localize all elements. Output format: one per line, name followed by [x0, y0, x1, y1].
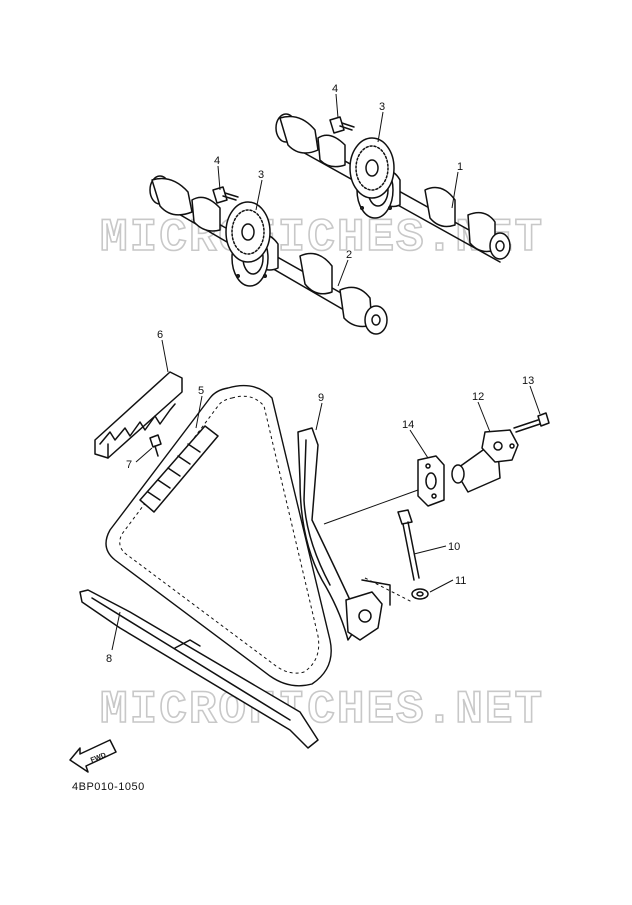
callout-4-lower: 4: [214, 155, 220, 167]
cam-sprocket-upper[interactable]: [349, 137, 395, 199]
fwd-arrow-icon: FWD: [69, 739, 117, 773]
callout-2: 2: [346, 249, 352, 261]
tensioner-assembly[interactable]: [451, 429, 519, 493]
bolt-lower[interactable]: [212, 186, 239, 204]
leader-lines: [111, 93, 541, 651]
callout-1: 1: [457, 161, 463, 173]
callout-6: 6: [157, 329, 163, 341]
callout-5: 5: [198, 385, 204, 397]
diagram-code: 4BP010-1050: [72, 781, 145, 793]
chain-guide-top[interactable]: [94, 371, 183, 459]
screw-7[interactable]: [149, 434, 162, 457]
callout-7: 7: [126, 459, 132, 471]
washer[interactable]: [411, 588, 429, 600]
callout-9: 9: [318, 392, 324, 404]
callout-3-lower: 3: [258, 169, 264, 181]
timing-chain[interactable]: [105, 384, 332, 687]
gasket[interactable]: [417, 455, 445, 507]
bolt-13[interactable]: [513, 412, 550, 433]
callout-14: 14: [402, 419, 414, 431]
callout-10: 10: [448, 541, 460, 553]
callout-8: 8: [106, 653, 112, 665]
watermark-bottom: MICROFICHES.NET: [100, 684, 544, 736]
alignment-line-washer: [364, 577, 413, 603]
bolt-upper[interactable]: [329, 116, 355, 134]
callout-13: 13: [522, 375, 534, 387]
chain-guide-lower[interactable]: [79, 589, 319, 749]
callout-12: 12: [472, 391, 484, 403]
callout-11: 11: [455, 575, 466, 587]
alignment-line-tensioner: [323, 489, 419, 525]
chain-tensioner-arm[interactable]: [297, 427, 391, 641]
callout-4-upper: 4: [332, 83, 338, 95]
callout-3-upper: 3: [379, 101, 385, 113]
cam-sprocket-lower[interactable]: [225, 201, 271, 263]
bolt-10[interactable]: [397, 509, 420, 581]
